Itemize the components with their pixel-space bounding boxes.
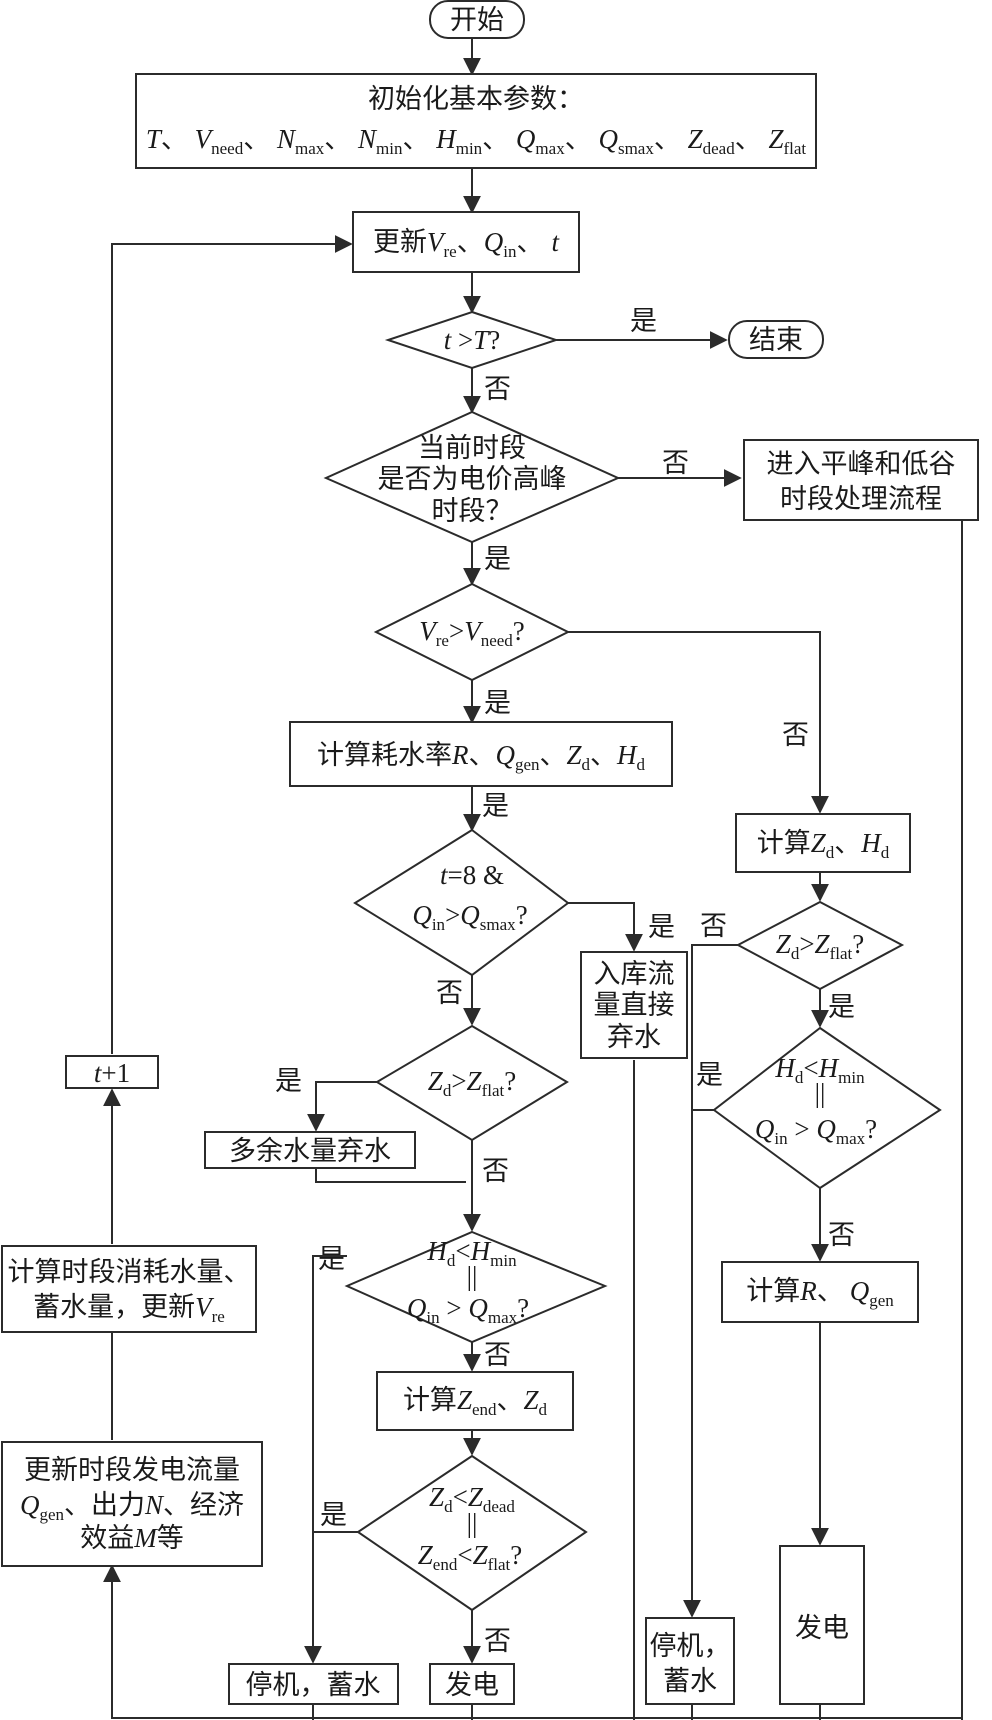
yes-label: 是 [484, 544, 511, 574]
calc-zend-label: 计算Zend、Zd [403, 1385, 548, 1419]
spill-inflow-l2: 量直接 [594, 990, 675, 1020]
decision-peak-l1: 当前时段 [418, 433, 526, 463]
t-plus-one-label: t+1 [94, 1058, 130, 1088]
update-box: 更新Vre、Qin、t [352, 211, 580, 273]
spill-extra-label: 多余水量弃水 [229, 1136, 391, 1166]
offpeak-l2: 时段处理流程 [780, 484, 942, 514]
decision-zflat-right-label: Zd>Zflat? [776, 929, 864, 963]
generate-right-box: 发电 [779, 1545, 865, 1705]
calc-rate-box: 计算耗水率R、Qgen、Zd、Hd [289, 721, 673, 787]
stop-store-left-box: 停机，蓄水 [228, 1663, 399, 1705]
offpeak-l1: 进入平峰和低谷 [767, 449, 956, 479]
yes-label: 是 [828, 992, 855, 1022]
calc-consume-l2: 蓄水量，更新Vre [33, 1292, 225, 1326]
init-title: 初始化基本参数： [368, 84, 584, 114]
calc-rate-label: 计算耗水率R、Qgen、Zd、Hd [317, 740, 646, 774]
calc-rq-label: 计算R、Qgen [746, 1276, 894, 1310]
calc-zd-label: 计算Zd、Hd [757, 828, 890, 862]
yes-label: 是 [275, 1066, 302, 1096]
calc-zend-box: 计算Zend、Zd [376, 1371, 574, 1431]
update-flow-l2: Qgen、出力N、经济 [20, 1490, 244, 1524]
decision-zdead-l2: Zend<Zflat? [418, 1540, 522, 1574]
spill-inflow-box: 入库流 量直接 弃水 [580, 951, 688, 1059]
no-label: 否 [484, 1626, 511, 1656]
decision-zdead-l1: Zd<Zdead [429, 1482, 515, 1516]
init-params: T、 Vneed、 Nmax、 Nmin、 Hmin、 Qmax、 Qsmax、… [146, 124, 807, 158]
update-flow-l1: 更新时段发电流量 [24, 1455, 240, 1485]
stop-store-right-l2: 蓄水 [663, 1666, 717, 1696]
decision-peak-l3: 时段？ [432, 496, 513, 526]
yes-label: 是 [482, 791, 509, 821]
calc-rq-box: 计算R、Qgen [721, 1261, 919, 1323]
generate-left-label: 发电 [445, 1670, 499, 1700]
update-flow-l3: 效益M等 [80, 1523, 184, 1553]
spill-extra-box: 多余水量弃水 [204, 1131, 416, 1169]
start-node: 开始 [429, 0, 525, 39]
yes-label: 是 [320, 1500, 347, 1530]
init-box: 初始化基本参数： T、 Vneed、 Nmax、 Nmin、 Hmin、 Qma… [135, 73, 817, 169]
yes-label: 是 [696, 1060, 723, 1090]
no-label: 否 [436, 978, 463, 1008]
decision-time-end: t >T? [384, 310, 560, 370]
generate-left-box: 发电 [429, 1663, 515, 1705]
decision-hmin-left-l1: Hd<Hmin [426, 1236, 517, 1270]
no-label: 否 [700, 911, 727, 941]
no-label: 否 [482, 1156, 509, 1186]
start-label: 开始 [450, 5, 504, 35]
decision-zdead: Zd<Zdead || Zend<Zflat? [356, 1454, 588, 1612]
no-label: 否 [828, 1220, 855, 1250]
decision-hmin-left: Hd<Hmin || Qin > Qmax? [344, 1230, 608, 1344]
decision-vre: Vre>Vneed? [373, 582, 571, 682]
spill-inflow-l3: 弃水 [607, 1022, 661, 1052]
offpeak-box: 进入平峰和低谷 时段处理流程 [743, 439, 979, 521]
calc-zd-box: 计算Zd、Hd [735, 813, 911, 873]
decision-peak: 当前时段 是否为电价高峰 时段？ [323, 410, 621, 544]
calc-consume-l1: 计算时段消耗水量、 [8, 1257, 251, 1287]
yes-label: 是 [484, 688, 511, 718]
connectors [103, 38, 963, 1720]
no-label: 否 [662, 448, 689, 478]
update-label: 更新Vre、Qin、t [373, 227, 560, 261]
t-plus-one-box: t+1 [65, 1055, 159, 1089]
decision-hmin-right-or: || [815, 1078, 826, 1108]
update-flow-box: 更新时段发电流量 Qgen、出力N、经济 效益M等 [1, 1441, 263, 1567]
decision-time-end-label: t >T? [444, 325, 501, 355]
decision-hmin-left-l2: Qin > Qmax? [407, 1293, 529, 1327]
decision-t8: t=8 & Qin>Qsmax? [353, 828, 570, 977]
spill-inflow-l1: 入库流 [594, 959, 675, 989]
decision-hmin-right-l2: Qin > Qmax? [755, 1114, 877, 1148]
decision-t8-l2: Qin>Qsmax? [412, 900, 527, 934]
stop-store-right-box: 停机， 蓄水 [645, 1617, 735, 1705]
decision-t8-l1: t=8 & [440, 860, 504, 890]
decision-zflat-right: Zd>Zflat? [735, 900, 905, 991]
stop-store-left-label: 停机，蓄水 [246, 1670, 381, 1700]
no-label: 否 [484, 374, 511, 404]
no-label: 否 [782, 720, 809, 750]
decision-zflat-left-label: Zd>Zflat? [428, 1066, 516, 1100]
decision-zdead-or: || [467, 1508, 478, 1538]
decision-hmin-right-l1: Hd<Hmin [774, 1053, 865, 1087]
decision-hmin-right: Hd<Hmin || Qin > Qmax? [712, 1026, 942, 1190]
yes-label: 是 [648, 912, 675, 942]
decision-hmin-left-or: || [467, 1261, 478, 1291]
stop-store-right-l1: 停机， [650, 1631, 731, 1661]
no-label: 否 [484, 1340, 511, 1370]
decision-peak-l2: 是否为电价高峰 [378, 464, 567, 494]
end-label: 结束 [749, 325, 803, 355]
generate-right-label: 发电 [795, 1613, 849, 1643]
decision-zflat-left: Zd>Zflat? [375, 1024, 569, 1142]
yes-label: 是 [318, 1244, 345, 1274]
decision-vre-label: Vre>Vneed? [419, 616, 525, 650]
yes-label: 是 [630, 306, 657, 336]
branch-labels: 是 否 否 是 是 否 是 是 否 否 是 是 是 否 否 是 否 是 否 [275, 306, 855, 1656]
calc-consume-box: 计算时段消耗水量、 蓄水量，更新Vre [1, 1245, 257, 1333]
end-node: 结束 [728, 320, 824, 359]
